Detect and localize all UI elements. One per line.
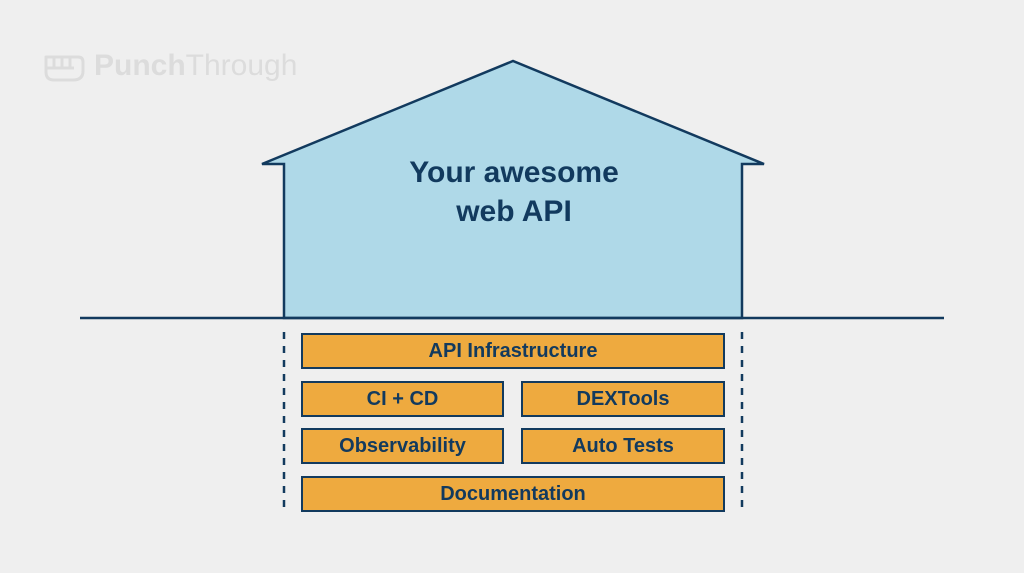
house-label-line-1: Your awesome bbox=[409, 156, 619, 189]
foundation-block-observability: Observability bbox=[301, 428, 504, 464]
foundation-block-auto-tests: Auto Tests bbox=[521, 428, 725, 464]
foundation-block-documentation: Documentation bbox=[301, 476, 725, 512]
fist-icon bbox=[44, 55, 85, 82]
house-label-line-2: web API bbox=[456, 195, 572, 228]
foundation-block-ci-cd: CI + CD bbox=[301, 381, 504, 417]
foundation-block-dextools: DEXTools bbox=[521, 381, 725, 417]
logo-word-punch: Punch bbox=[94, 49, 186, 82]
house-shape bbox=[261, 59, 765, 320]
foundation-block-api-infrastructure: API Infrastructure bbox=[301, 333, 725, 369]
house-label: Your awesome web API bbox=[330, 153, 698, 231]
logo-word-through: Through bbox=[185, 49, 298, 82]
